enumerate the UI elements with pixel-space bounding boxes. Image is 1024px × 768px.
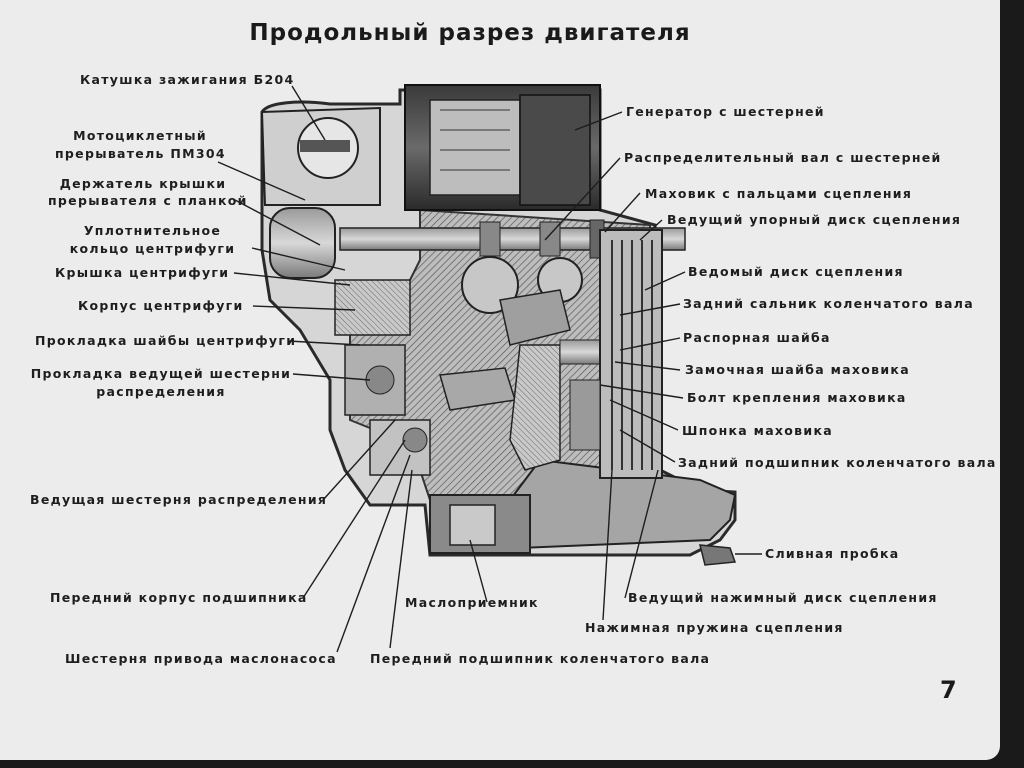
label-timing-drive-gear: Ведущая шестерня распределения	[30, 492, 328, 507]
label-timing-gear-gasket-line2: распределения	[96, 384, 226, 399]
leader-lines-left	[217, 85, 413, 653]
label-clutch-thrust-disc: Ведущий упорный диск сцепления	[667, 212, 962, 227]
label-oil-pump-gear: Шестерня привода маслонасоса	[65, 651, 337, 666]
label-clutch-spring: Нажимная пружина сцепления	[585, 620, 844, 635]
label-flywheel-key: Шпонка маховика	[682, 423, 833, 438]
ignition-coil-body	[260, 106, 381, 279]
front-gear-train	[334, 279, 431, 476]
label-clutch-driven-disc: Ведомый диск сцепления	[688, 264, 904, 279]
oil-sump	[429, 494, 737, 566]
engine-cross-section	[217, 84, 762, 653]
label-camshaft: Распределительный вал с шестерней	[624, 150, 942, 165]
label-clutch-pressure-disc: Ведущий нажимный диск сцепления	[628, 590, 938, 605]
label-centrifuge-body: Корпус центрифуги	[78, 298, 244, 313]
label-ignition-coil: Катушка зажигания Б204	[80, 72, 295, 87]
label-front-bearing-housing: Передний корпус подшипника	[50, 590, 308, 605]
label-seal-ring-line2: кольцо центрифуги	[69, 241, 236, 256]
label-rear-crank-bearing: Задний подшипник коленчатого вала	[678, 455, 997, 470]
label-timing-gear-gasket-line1: Прокладка ведущей шестерни	[30, 366, 292, 381]
label-cover-holder-line1: Держатель крышки	[59, 176, 227, 191]
label-spacer-washer: Распорная шайба	[683, 330, 831, 345]
label-drain-plug: Сливная пробка	[765, 546, 900, 561]
label-breaker-line1: Мотоциклетный	[73, 128, 207, 143]
label-front-crank-bearing: Передний подшипник коленчатого вала	[370, 651, 711, 666]
diagram-slide: Продольный разрез двигателя	[0, 0, 1000, 760]
camshaft-body	[339, 219, 686, 259]
label-centrifuge-washer-gasket: Прокладка шайбы центрифуги	[35, 333, 297, 348]
label-seal-ring-line1: Уплотнительное	[83, 223, 222, 238]
page-number: 7	[940, 676, 957, 704]
label-rear-crank-seal: Задний сальник коленчатого вала	[683, 296, 974, 311]
label-flywheel: Маховик с пальцами сцепления	[645, 186, 913, 201]
generator-body	[404, 84, 601, 211]
label-flywheel-lock-washer: Замочная шайба маховика	[685, 362, 910, 377]
label-oil-intake: Маслоприемник	[405, 595, 539, 610]
label-cover-holder-line2: прерывателя с планкой	[48, 193, 248, 208]
crankcase-internals	[439, 256, 616, 471]
label-centrifuge-cover: Крышка центрифуги	[55, 265, 230, 280]
label-breaker-line2: прерыватель ПМ304	[55, 146, 226, 161]
diagram-title: Продольный разрез двигателя	[249, 20, 691, 46]
label-generator: Генератор с шестерней	[626, 104, 825, 119]
leader-lines-right	[469, 111, 762, 621]
label-flywheel-bolt: Болт крепления маховика	[687, 390, 907, 405]
